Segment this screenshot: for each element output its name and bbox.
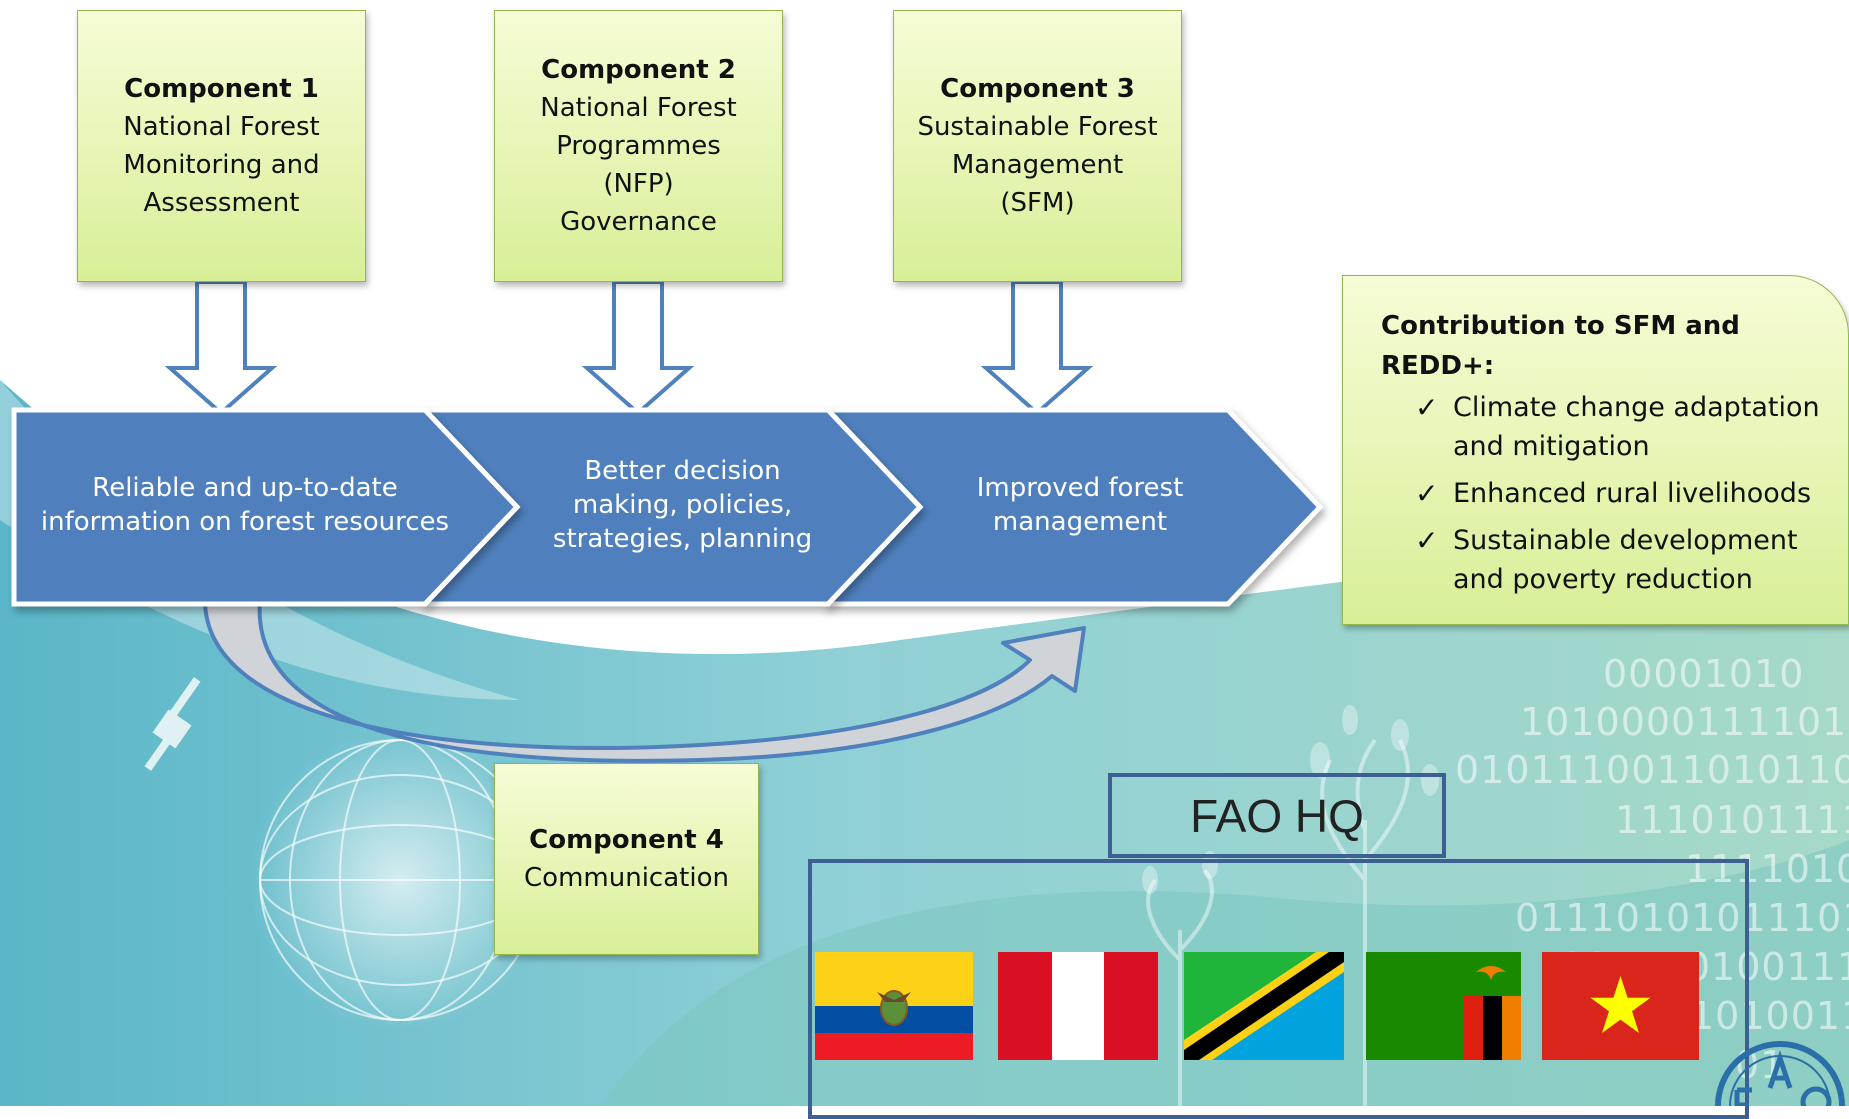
- component-line: Assessment: [143, 188, 300, 218]
- fao-logo-icon: [1715, 1041, 1845, 1106]
- component-1-box: Component 1 National Forest Monitoring a…: [77, 10, 366, 282]
- component-3-box: Component 3 Sustainable Forest Managemen…: [893, 10, 1182, 282]
- component-title: Component 3: [940, 74, 1135, 104]
- contribution-item: ✓ Sustainable development and poverty red…: [1415, 521, 1835, 599]
- contribution-box: Contribution to SFM and REDD+: ✓ Climate …: [1342, 275, 1849, 625]
- contribution-item: ✓ Climate change adaptation and mitigatio…: [1415, 388, 1835, 466]
- contribution-item-text: Enhanced rural livelihoods: [1453, 478, 1812, 509]
- checkmark-icon: ✓: [1415, 391, 1439, 424]
- chevron-2-line: strategies, planning: [552, 524, 813, 554]
- down-arrow-1: [164, 280, 278, 416]
- binary-text: 10100001111010: [1520, 700, 1849, 744]
- chevron-1-line: information on forest resources: [40, 507, 450, 537]
- component-title: Component 1: [124, 74, 319, 104]
- component-line: Programmes: [556, 131, 721, 161]
- component-title: Component 4: [529, 825, 724, 855]
- flag-zambia-icon: [1366, 952, 1521, 1060]
- binary-text: 01110101011101: [1515, 896, 1849, 940]
- binary-text: 11101011110: [1615, 798, 1849, 842]
- flag-tanzania-icon: [1184, 952, 1344, 1060]
- component-2-box: Component 2 National Forest Programmes (…: [494, 10, 783, 282]
- checkmark-icon: ✓: [1415, 524, 1439, 557]
- down-arrow-3: [980, 280, 1094, 416]
- component-line: National Forest: [123, 112, 320, 142]
- component-line: (NFP): [603, 169, 674, 199]
- component-line: Monitoring and: [123, 150, 320, 180]
- checkmark-icon: ✓: [1415, 477, 1439, 510]
- contribution-title: Contribution to SFM and REDD+:: [1381, 311, 1740, 381]
- component-4-box: Component 4 Communication: [494, 763, 759, 955]
- tree-icon: [1146, 738, 1410, 1106]
- chevron-2-line: Better decision: [584, 456, 781, 486]
- component-line: Communication: [524, 863, 729, 893]
- binary-text: 1010011: [1690, 994, 1849, 1038]
- binary-text: 01011100110101101: [1455, 748, 1849, 792]
- flag-ecuador-icon: [815, 952, 973, 1060]
- contribution-item-text: Sustainable development and poverty redu…: [1453, 525, 1798, 595]
- chevron-3-line: Improved forest: [976, 473, 1184, 503]
- flag-vietnam-icon: [1542, 952, 1699, 1060]
- chevron-2-line: making, policies,: [572, 490, 793, 520]
- component-title: Component 2: [541, 55, 736, 85]
- contribution-list: ✓ Climate change adaptation and mitigatio…: [1415, 388, 1835, 607]
- component-line: Management: [951, 150, 1124, 180]
- component-line: (SFM): [1000, 188, 1075, 218]
- chevron-1-line: Reliable and up-to-date: [92, 473, 398, 503]
- binary-text: 00001010: [1603, 652, 1805, 696]
- contribution-item: ✓ Enhanced rural livelihoods: [1415, 474, 1835, 513]
- satellite-icon: [144, 677, 201, 771]
- chevron-3-text: Improved forest management: [930, 455, 1230, 555]
- flag-peru-icon: [998, 952, 1158, 1060]
- component-line: Governance: [560, 207, 717, 237]
- feedback-arrow: [203, 598, 1086, 763]
- component-line: Sustainable Forest: [917, 112, 1158, 142]
- chevron-2-text: Better decision making, policies, strate…: [540, 437, 825, 573]
- fao-hq-label: FAO HQ: [1108, 773, 1446, 858]
- down-arrow-2: [581, 280, 695, 416]
- chevron-3-line: management: [992, 507, 1168, 537]
- chevron-1-text: Reliable and up-to-date information on f…: [30, 455, 460, 555]
- contribution-item-text: Climate change adaptation and mitigation: [1453, 392, 1820, 462]
- component-line: National Forest: [540, 93, 737, 123]
- chevron-1: [11, 407, 521, 607]
